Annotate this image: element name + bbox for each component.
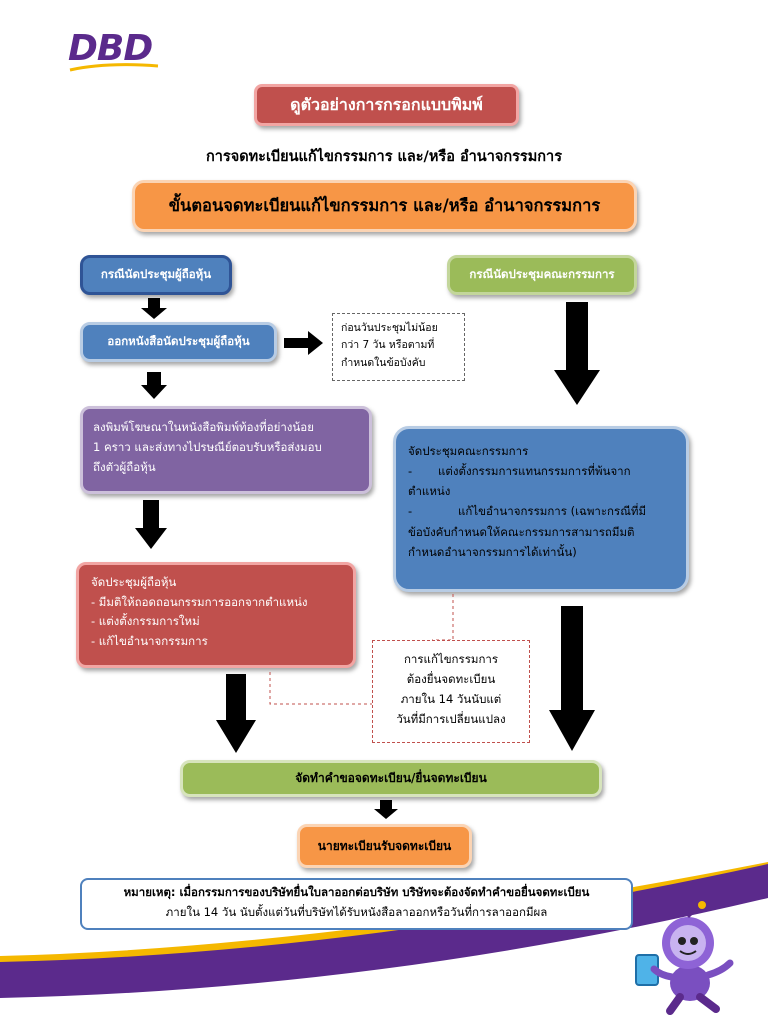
submit-registration-box: จัดทำคำขอจดทะเบียน/ยื่นจดทะเบียน	[180, 760, 602, 797]
page-title: ดูตัวอย่างการกรอกแบบพิมพ์	[254, 84, 519, 126]
shareholder-case-box: กรณีนัดประชุมผู้ถือหุ้น	[80, 255, 232, 295]
subtitle-text: การจดทะเบียนแก้ไขกรรมการ และ/หรือ อำนาจก…	[206, 148, 562, 165]
notice-note-line: กว่า 7 วัน หรือตามที่	[341, 339, 435, 352]
board-item-line: แก้ไขอำนาจกรรมการ (เฉพาะกรณีที่มี	[458, 504, 647, 519]
bullet-dash: -	[408, 504, 413, 519]
arrow-down-icon	[554, 302, 600, 405]
page-title-text: ดูตัวอย่างการกรอกแบบพิมพ์	[290, 94, 483, 114]
notice-step-box: ออกหนังสือนัดประชุมผู้ถือหุ้น	[80, 322, 277, 362]
deadline-note: การแก้ไขกรรมการ ต้องยื่นจดทะเบียน ภายใน …	[372, 640, 530, 743]
advertise-line: ถึงตัวผู้ถือหุ้น	[93, 460, 156, 475]
submit-registration-label: จัดทำคำขอจดทะเบียน/ยื่นจดทะเบียน	[295, 771, 487, 785]
advertise-line: 1 คราว และส่งทางไปรษณีย์ตอบรับหรือส่งมอบ	[93, 440, 322, 455]
board-meeting-title: จัดประชุมคณะกรรมการ	[408, 444, 529, 458]
shareholder-meeting-item: - มีมติให้ถอดถอนกรรมการออกจากตำแหน่ง	[91, 594, 308, 609]
dbd-logo-graphic	[69, 63, 159, 72]
shareholder-meeting-box: จัดประชุมผู้ถือหุ้น - มีมติให้ถอดถอนกรรม…	[76, 562, 356, 668]
bullet-dash: -	[408, 464, 413, 479]
board-item-line: แต่งตั้งกรรมการแทนกรรมการที่พ้นจาก	[438, 464, 631, 479]
advertise-line: ลงพิมพ์โฆษณาในหนังสือพิมพ์ท้องที่อย่างน้…	[93, 420, 314, 434]
deadline-note-line: การแก้ไขกรรมการ	[403, 652, 499, 666]
arrow-down-icon	[549, 606, 595, 751]
board-item-line: ข้อบังคับกำหนดให้คณะกรรมการสามารถมีมติ	[408, 524, 635, 539]
subtitle: การจดทะเบียนแก้ไขกรรมการ และ/หรือ อำนาจก…	[100, 144, 668, 168]
board-meeting-box: จัดประชุมคณะกรรมการ - แต่งตั้งกรรมการแทน…	[393, 426, 689, 592]
deadline-note-line: ต้องยื่นจดทะเบียน	[406, 672, 496, 687]
shareholder-meeting-title: จัดประชุมผู้ถือหุ้น	[91, 575, 177, 589]
board-meeting-item-2: - แก้ไขอำนาจกรรมการ (เฉพาะกรณีที่มี	[408, 501, 674, 521]
arrow-down-icon	[216, 674, 256, 753]
notice-note-line: กำหนดในข้อบังคับ	[341, 356, 426, 369]
main-heading-text: ขั้นตอนจดทะเบียนแก้ไขกรรมการ และ/หรือ อำ…	[168, 196, 601, 215]
registrar-label: นายทะเบียนรับจดทะเบียน	[317, 838, 452, 853]
remark-box: หมายเหตุ: เมื่อกรรมการของบริษัทยื่นใบลาอ…	[80, 878, 633, 930]
arrow-right-icon	[284, 331, 323, 355]
arrow-down-icon	[135, 500, 167, 549]
shareholder-meeting-item: - แก้ไขอำนาจกรรมการ	[91, 633, 208, 648]
arrow-down-icon	[141, 298, 167, 319]
arrow-down-icon	[374, 800, 398, 819]
mascot-illustration	[635, 901, 734, 1015]
remark-line: หมายเหตุ: เมื่อกรรมการของบริษัทยื่นใบลาอ…	[123, 885, 590, 899]
dbd-logo-text: DBD	[68, 28, 153, 69]
arrow-down-icon	[141, 372, 167, 399]
remark-line: ภายใน 14 วัน นับตั้งแต่วันที่บริษัทได้รั…	[165, 904, 548, 919]
shareholder-case-label: กรณีนัดประชุมผู้ถือหุ้น	[100, 267, 212, 281]
deadline-note-line: ภายใน 14 วันนับแต่	[400, 692, 502, 707]
notice-timing-note: ก่อนวันประชุมไม่น้อย กว่า 7 วัน หรือตามท…	[332, 313, 465, 381]
notice-step-label: ออกหนังสือนัดประชุมผู้ถือหุ้น	[107, 334, 250, 348]
shareholder-meeting-item: - แต่งตั้งกรรมการใหม่	[91, 614, 200, 629]
main-heading: ขั้นตอนจดทะเบียนแก้ไขกรรมการ และ/หรือ อำ…	[132, 180, 637, 232]
board-item-line: กำหนดอำนาจกรรมการได้เท่านั้น)	[408, 544, 577, 559]
board-case-box: กรณีนัดประชุมคณะกรรมการ	[447, 255, 637, 295]
board-item-line: ตำแหน่ง	[408, 484, 451, 499]
advertise-step-box: ลงพิมพ์โฆษณาในหนังสือพิมพ์ท้องที่อย่างน้…	[80, 406, 372, 494]
notice-note-line: ก่อนวันประชุมไม่น้อย	[341, 322, 438, 334]
registrar-box: นายทะเบียนรับจดทะเบียน	[297, 824, 472, 868]
deadline-note-line: วันที่มีการเปลี่ยนแปลง	[396, 712, 506, 727]
board-case-label: กรณีนัดประชุมคณะกรรมการ	[469, 267, 615, 281]
dbd-logo: DBD	[66, 28, 166, 74]
board-meeting-item-1: - แต่งตั้งกรรมการแทนกรรมการที่พ้นจาก	[408, 461, 674, 481]
